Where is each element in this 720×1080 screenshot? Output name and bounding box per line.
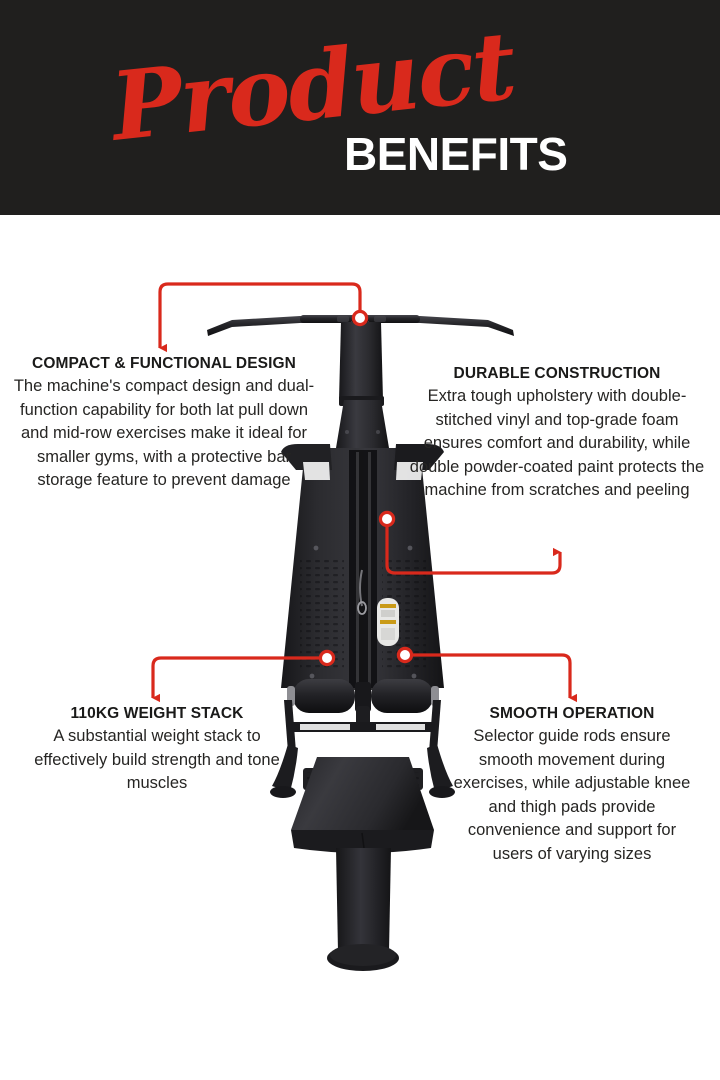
weight-stack-shroud bbox=[281, 444, 444, 690]
header-title-group: Product BENEFITS bbox=[0, 0, 720, 215]
pulley-housing bbox=[339, 322, 384, 406]
callout-body: The machine's compact design and dual-fu… bbox=[13, 377, 315, 489]
main-upright-post bbox=[336, 400, 389, 448]
callout-heading: 110KG WEIGHT STACK bbox=[70, 705, 244, 722]
page-title-bold: BENEFITS bbox=[344, 128, 568, 180]
callout-heading: COMPACT & FUNCTIONAL DESIGN bbox=[32, 355, 296, 372]
callout-compact-functional-design: COMPACT & FUNCTIONAL DESIGN The machine'… bbox=[8, 354, 320, 493]
warning-decal bbox=[377, 598, 399, 646]
callout-heading: SMOOTH OPERATION bbox=[489, 705, 655, 722]
seat-bench bbox=[291, 757, 434, 853]
callout-durable-construction: DURABLE CONSTRUCTION Extra tough upholst… bbox=[404, 364, 710, 503]
header-banner: Product BENEFITS bbox=[0, 0, 720, 215]
callout-heading: DURABLE CONSTRUCTION bbox=[453, 365, 661, 382]
callout-body: Extra tough upholstery with double-stitc… bbox=[409, 387, 705, 499]
callout-weight-stack: 110KG WEIGHT STACK A substantial weight … bbox=[26, 704, 288, 796]
callout-smooth-operation: SMOOTH OPERATION Selector guide rods ens… bbox=[446, 704, 698, 866]
seat-column bbox=[327, 848, 399, 971]
callout-body: A substantial weight stack to effectivel… bbox=[34, 727, 280, 792]
callout-body: Selector guide rods ensure smooth moveme… bbox=[453, 727, 691, 863]
